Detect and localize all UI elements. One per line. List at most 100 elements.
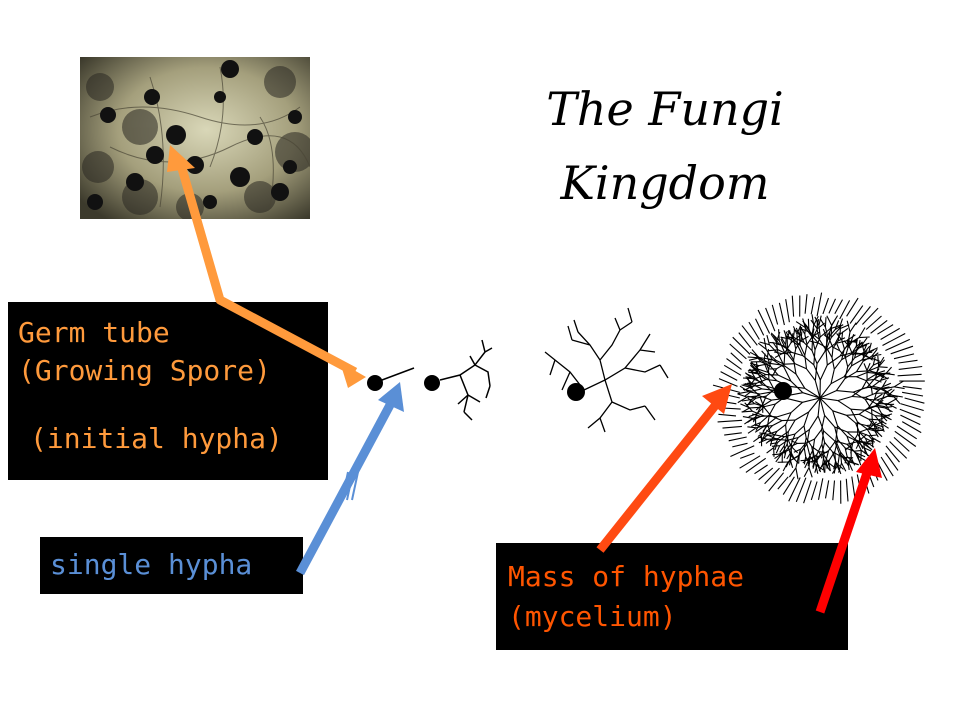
hypha-branch	[769, 341, 779, 345]
mycelium-label: Mass of hyphae (mycelium)	[496, 543, 848, 650]
slide-title: The Fungi Kingdom	[520, 72, 810, 220]
hypha-tip	[851, 476, 856, 500]
hypha-branch	[790, 446, 793, 456]
hypha-branch	[857, 421, 868, 430]
hypha-tip	[902, 385, 922, 390]
hypha-branch	[884, 406, 893, 409]
hypha-branch	[801, 328, 811, 333]
hypha-branch	[834, 320, 840, 330]
hypha-branch	[830, 325, 833, 338]
hypha-branch	[758, 438, 768, 444]
hypha-branch	[768, 349, 779, 352]
hypha-branch	[795, 467, 799, 480]
hypha-branch	[859, 431, 870, 437]
hypha-tip	[901, 421, 922, 434]
hypha-branch	[755, 374, 767, 380]
hypha-branch	[838, 318, 844, 330]
hypha-branch	[752, 366, 759, 375]
hypha-branch	[841, 353, 852, 361]
hypha-branch	[813, 316, 819, 326]
hypha-branch	[880, 377, 890, 381]
hypha-branch	[787, 354, 796, 365]
hypha-tip	[755, 318, 765, 336]
hypha-branch	[793, 348, 797, 361]
hypha-branch	[858, 413, 870, 420]
hypha-branch	[775, 359, 785, 365]
hypha-branch	[783, 345, 792, 353]
hypha-branch	[836, 343, 841, 352]
hypha-branch	[855, 422, 860, 433]
hypha-tip	[885, 445, 900, 463]
hypha-tip	[832, 480, 836, 501]
hypha-branch	[846, 435, 858, 442]
hypha-branch	[842, 457, 849, 466]
hypha-branch	[750, 382, 757, 390]
hypha-branch	[812, 454, 818, 463]
arrow-mycelium-center	[596, 384, 732, 553]
hypha-branch	[823, 334, 830, 341]
hypha-branch	[822, 463, 825, 473]
hypha-branch	[790, 445, 798, 454]
hypha-branch	[881, 386, 890, 389]
hypha-branch	[757, 368, 769, 373]
hypha-branch	[850, 408, 858, 423]
hypha-branch	[819, 390, 837, 399]
hypha-branch	[770, 354, 777, 361]
hypha-branch	[832, 410, 847, 416]
hypha-tip	[782, 476, 795, 495]
hypha-branch	[737, 396, 748, 404]
hypha-branch	[803, 456, 807, 465]
hypha-branch	[819, 318, 826, 328]
hypha-tip	[893, 436, 910, 452]
hypha-branch	[885, 373, 895, 376]
arrow-mycelium-center-shaft	[596, 399, 722, 553]
hypha-tip	[732, 442, 748, 448]
hypha-branch	[748, 371, 758, 375]
hypha-branch	[824, 462, 831, 471]
hypha-branch	[759, 341, 770, 346]
hypha-branch	[812, 460, 816, 469]
hypha-branch	[747, 426, 757, 429]
hypha-branch	[868, 418, 879, 421]
hypha-branch	[811, 328, 815, 337]
hypha-branch	[841, 339, 845, 350]
hypha-branch	[776, 424, 786, 432]
hypha-branch	[836, 333, 843, 341]
hypha-branch	[847, 357, 856, 368]
hypha-branch	[868, 366, 879, 372]
hypha-branch	[789, 338, 798, 346]
hypha-branch	[869, 427, 880, 430]
hypha-branch	[751, 393, 761, 400]
hypha-branch	[772, 420, 783, 426]
hypha-branch	[887, 389, 895, 397]
hypha-branch	[876, 399, 886, 406]
hypha-branch	[846, 440, 859, 445]
hypha-branch	[812, 336, 819, 344]
hypha-branch	[855, 339, 858, 349]
hypha-tip	[717, 419, 743, 423]
hypha-branch	[825, 349, 828, 366]
hypha-branch	[831, 357, 835, 370]
hypha-branch	[871, 409, 881, 415]
hypha-branch	[834, 426, 839, 440]
arrow-mycelium-edge	[815, 448, 882, 614]
hypha-branch	[747, 368, 758, 372]
hypha-tip	[724, 432, 742, 436]
hypha-tip	[732, 336, 751, 355]
hypha-branch	[850, 457, 856, 466]
hypha-branch	[803, 437, 807, 448]
hypha-branch	[863, 351, 873, 354]
hypha-branch	[765, 438, 773, 444]
hypha-branch	[753, 435, 762, 443]
hypha-branch	[863, 345, 871, 354]
hypha-branch	[783, 364, 797, 375]
hypha-branch	[781, 419, 796, 422]
hypha-branch	[804, 325, 807, 335]
mycelium-line-2: (mycelium)	[508, 600, 677, 633]
hypha-branch	[828, 462, 836, 469]
hypha-branch	[757, 373, 767, 380]
hypha-branch	[785, 336, 795, 339]
spore-dot-2	[424, 375, 440, 391]
hypha-tip	[791, 295, 795, 317]
hypha-branch	[811, 446, 814, 456]
